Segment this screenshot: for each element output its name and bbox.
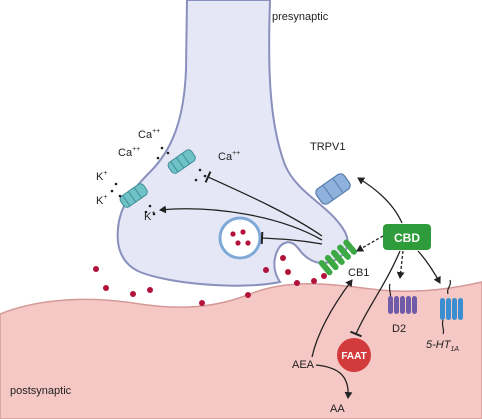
- ca-label-1: Ca++: [138, 128, 160, 141]
- trpv1-label: TRPV1: [310, 141, 345, 153]
- ion-particles: [110, 146, 207, 216]
- arrow-aea-to-cb1: [311, 279, 353, 358]
- d2-receptor: [388, 283, 417, 314]
- calcium-channel: [167, 149, 196, 174]
- 5ht1a-receptor: [440, 279, 463, 335]
- cb1-receptor: [318, 239, 357, 276]
- inhibit-cbd-to-faat: [350, 250, 401, 338]
- arrow-cbd-to-trpv1: [357, 177, 403, 224]
- faat-label: FAAT: [341, 351, 366, 362]
- arrow-cbd-to-5ht1a: [417, 250, 441, 284]
- postsynaptic-label: postsynaptic: [10, 385, 72, 397]
- inhibit-cb1-to-vesicle: [260, 231, 323, 245]
- k-label-1: K+: [96, 170, 107, 183]
- neurotransmitter-dots: [93, 255, 327, 306]
- cbd-box: [383, 224, 431, 250]
- arrows: [159, 171, 441, 399]
- 5ht1a-label: 5-HT1A: [426, 339, 459, 353]
- potassium-channel: [119, 183, 148, 208]
- arrow-cbd-to-d2: [396, 250, 405, 279]
- k-label-2: K+: [96, 194, 107, 207]
- cbd-label: CBD: [394, 231, 420, 245]
- d2-label: D2: [392, 323, 406, 335]
- aea-label: AEA: [292, 359, 315, 371]
- postsynaptic-membrane: [0, 281, 482, 419]
- ca-label-3: Ca++: [218, 150, 240, 163]
- trpv1-receptor: [315, 173, 351, 205]
- faat-enzyme: [337, 338, 371, 372]
- aa-label: AA: [330, 403, 345, 415]
- arrow-aea-to-aa: [315, 364, 353, 399]
- arrow-cbd-to-cb1: [356, 235, 384, 252]
- ca-label-2: Ca++: [118, 146, 140, 159]
- arrow-cb1-to-k: [159, 205, 323, 241]
- synaptic-vesicle: [218, 216, 262, 260]
- presynaptic-label: presynaptic: [272, 11, 329, 23]
- cb1-label: CB1: [348, 267, 369, 279]
- k-label-3: K+: [144, 210, 155, 223]
- inhibit-cb1-to-ca: [204, 171, 323, 237]
